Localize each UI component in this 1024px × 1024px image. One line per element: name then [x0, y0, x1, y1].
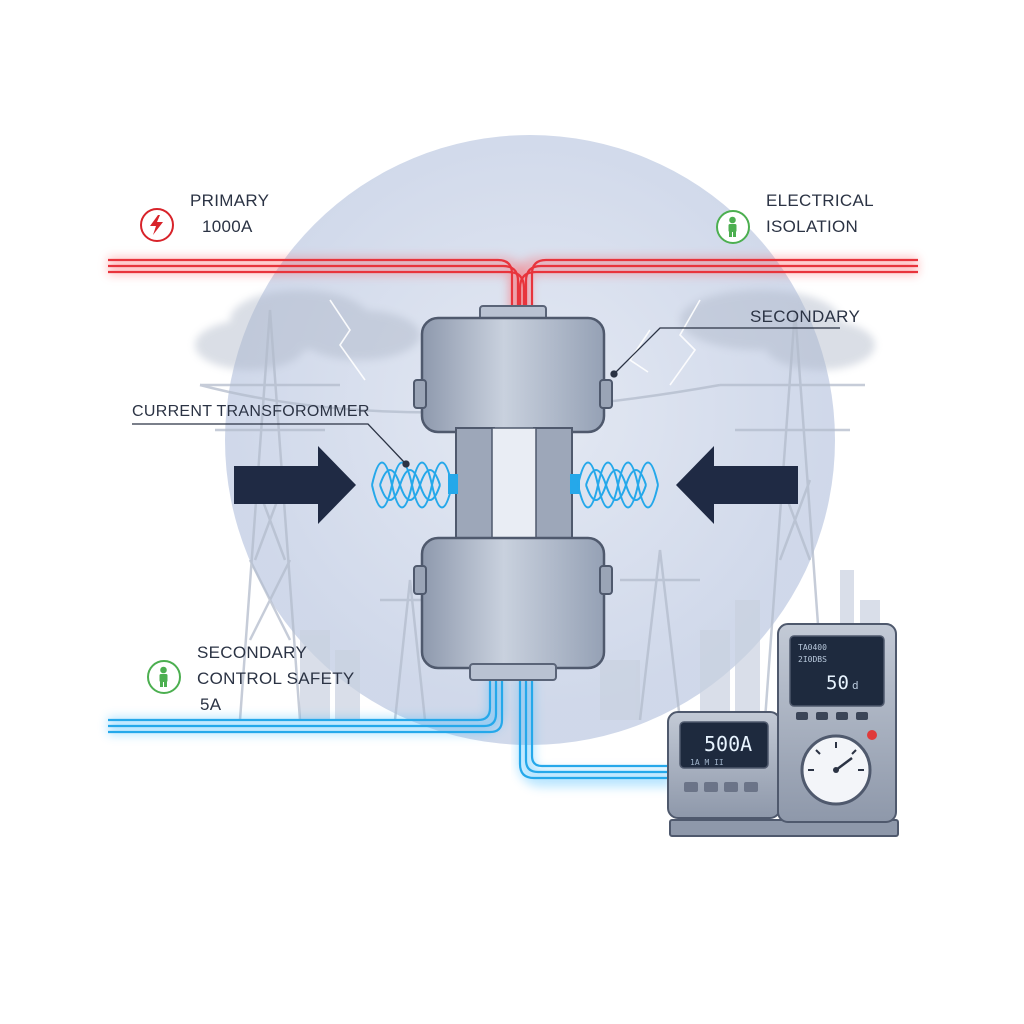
person-icon — [147, 660, 181, 694]
lightning-bolts — [329, 299, 701, 386]
magnetic-field-waves — [371, 461, 659, 509]
secondary-label-line2: CONTROL SAFETY — [197, 669, 355, 688]
isolation-label-line1: ELECTRICAL — [766, 191, 874, 210]
arrow-left-icon — [676, 446, 798, 524]
primary-current-value: 1000A — [202, 217, 253, 236]
arrow-right-icon — [234, 446, 356, 524]
meter-large-display — [789, 635, 885, 707]
secondary-conductor — [108, 678, 672, 787]
meter-large-reading-suffix: d — [852, 679, 859, 692]
lightning-bolt-icon — [140, 208, 174, 242]
meter-large-top-line2: 2I0DBS — [798, 655, 827, 664]
meter-small-display — [679, 721, 769, 769]
meter-large-reading: 50 — [826, 672, 849, 694]
meter-large — [777, 623, 897, 823]
meter-small-reading: 500A — [704, 732, 753, 756]
leader-lines — [132, 327, 840, 468]
isolation-label-line2: ISOLATION — [766, 217, 859, 236]
storm-clouds — [195, 290, 875, 370]
primary-conductor — [108, 257, 918, 315]
meter-small-subtext: 1A M II — [690, 758, 724, 767]
indicator-light — [867, 730, 877, 740]
current-transformer — [413, 305, 613, 681]
secondary-label-line1: SECONDARY — [197, 643, 308, 662]
current-transformer-label: CURRENT TRANSFOROMMER — [132, 403, 370, 420]
person-icon — [716, 210, 750, 244]
secondary-winding-label: SECONDARY — [750, 307, 861, 326]
primary-title: PRIMARY — [190, 191, 270, 210]
secondary-current-value: 5A — [200, 695, 222, 714]
meter-large-top-line1: TA0400 — [798, 643, 827, 652]
